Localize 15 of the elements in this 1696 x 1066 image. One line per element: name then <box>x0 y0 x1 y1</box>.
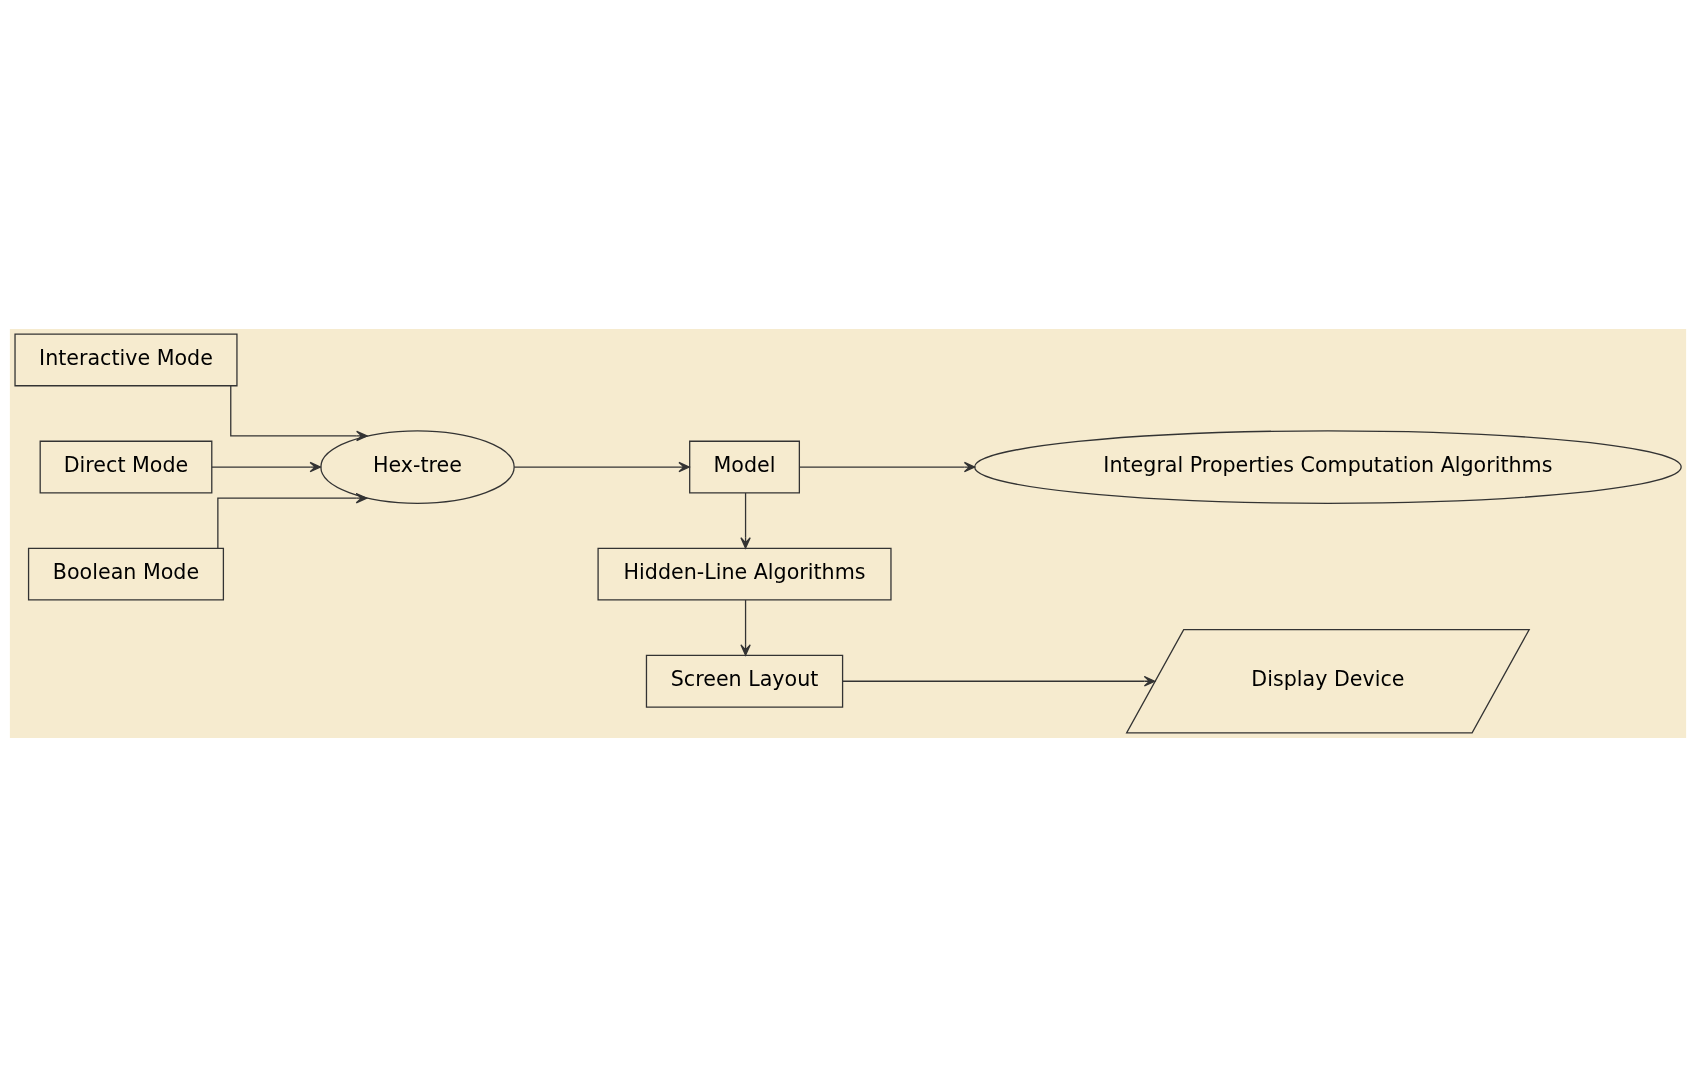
node-box: Model <box>689 440 800 493</box>
arrow <box>513 461 690 472</box>
node-box: Direct Mode <box>39 440 213 493</box>
arrow <box>230 384 368 441</box>
arrow <box>842 675 1156 687</box>
node-ellipse: Integral Properties Computation Algorithms <box>974 429 1682 504</box>
node-box: Boolean Mode <box>27 547 225 601</box>
arrow <box>211 461 322 472</box>
node-box: Screen Layout <box>645 654 844 708</box>
node-box: Hidden-Line Algorithms <box>597 547 892 601</box>
arrow <box>740 598 751 656</box>
arrow <box>217 492 368 549</box>
node-box: Interactive Mode <box>14 333 238 386</box>
arrow <box>740 491 751 549</box>
arrow <box>798 461 976 472</box>
